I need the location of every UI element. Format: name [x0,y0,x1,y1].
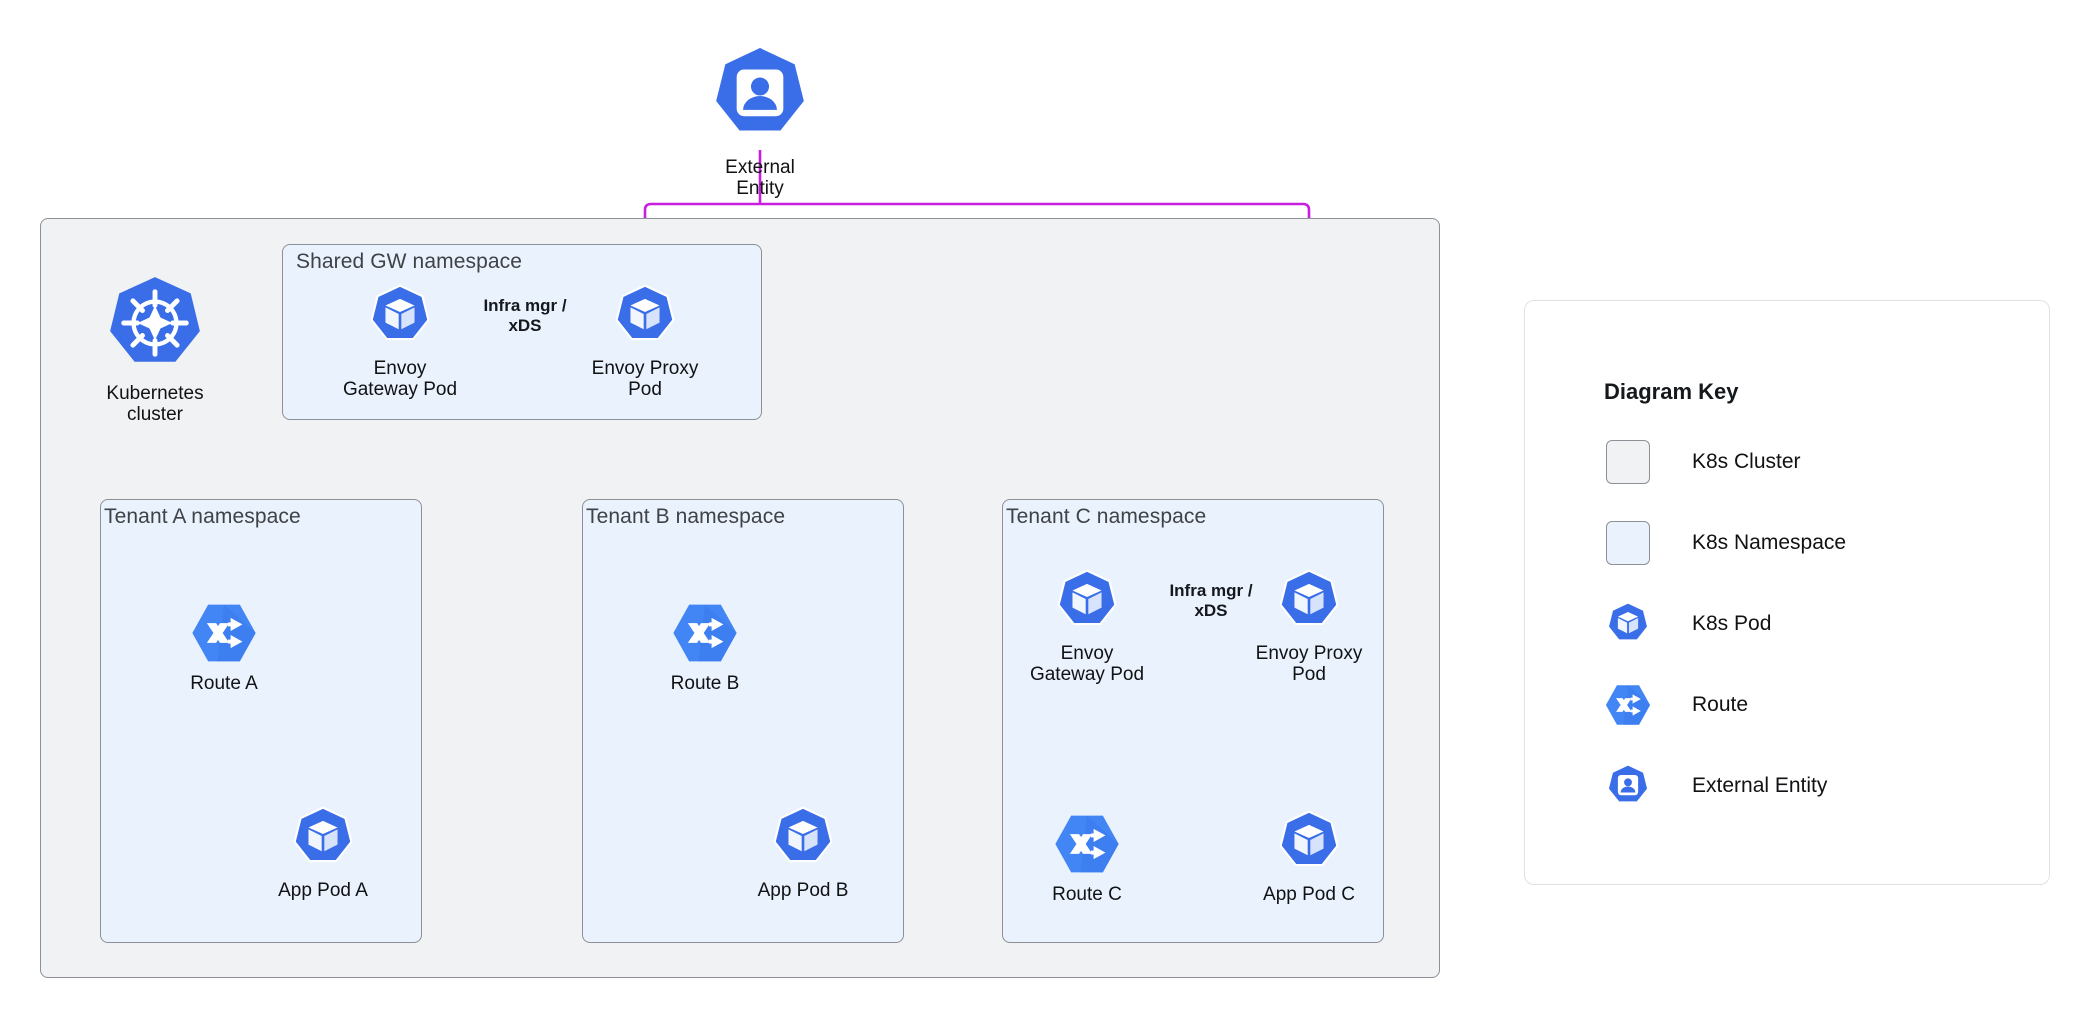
kubernetes-helm-icon [104,272,206,379]
external-entity-icon [707,42,813,153]
node-tenant-c-proxy-pod-label: Envoy Proxy Pod [1255,643,1363,686]
external-entity-icon [1606,764,1650,808]
node-tenant-c-gateway-pod[interactable]: Envoy Gateway Pod [1027,568,1147,686]
node-tenant-a-route-label: Route A [190,673,258,694]
legend-item-k8s-pod: K8s Pod [1606,602,1771,646]
node-tenant-b-app-pod-label: App Pod B [757,880,849,901]
namespace-tenant-c [1002,499,1384,943]
namespace-tenant-b [582,499,904,943]
node-kubernetes-cluster: Kubernetes cluster [80,272,230,426]
legend-item-k8s-namespace-label: K8s Namespace [1692,531,1847,554]
legend-item-route-label: Route [1692,693,1749,716]
namespace-swatch [1606,521,1650,565]
k8s-pod-icon [367,283,433,354]
edge-label-shared-infra-xds: Infra mgr / xDS [483,296,567,335]
k8s-pod-icon [290,805,356,876]
cluster-swatch [1606,440,1650,484]
namespace-shared-gw-title: Shared GW namespace [296,250,523,273]
legend-item-route: Route [1605,683,1749,727]
k8s-pod-icon [770,805,836,876]
node-tenant-a-app-pod-label: App Pod A [278,880,368,901]
node-kubernetes-cluster-label: Kubernetes cluster [106,383,204,426]
route-icon [191,602,257,669]
node-tenant-c-app-pod-label: App Pod C [1263,884,1355,905]
legend-item-k8s-cluster-label: K8s Cluster [1692,450,1801,473]
k8s-pod-icon [1276,809,1342,880]
node-tenant-b-app-pod[interactable]: App Pod B [743,805,863,901]
route-icon [672,602,738,669]
k8s-pod-icon [612,283,678,354]
k8s-pod-icon [1606,602,1650,646]
node-tenant-b-route-label: Route B [670,673,740,694]
k8s-pod-icon [1276,568,1342,639]
node-tenant-c-route-label: Route C [1052,884,1122,905]
namespace-tenant-b-title: Tenant B namespace [586,505,786,528]
diagram-key-title: Diagram Key [1604,379,1739,404]
node-shared-gateway-pod[interactable]: Envoy Gateway Pod [340,283,460,401]
namespace-tenant-a-title: Tenant A namespace [104,505,301,528]
node-external-entity-label: External Entity [725,157,795,200]
node-shared-proxy-pod-label: Envoy Proxy Pod [591,358,699,401]
namespace-tenant-c-title: Tenant C namespace [1006,505,1207,528]
namespace-tenant-a [100,499,422,943]
legend-item-k8s-pod-label: K8s Pod [1692,612,1772,635]
node-shared-proxy-pod[interactable]: Envoy Proxy Pod [585,283,705,401]
edge-label-tenantc-infra-xds: Infra mgr / xDS [1169,581,1253,620]
node-tenant-a-app-pod[interactable]: App Pod A [263,805,383,901]
node-tenant-c-route[interactable]: Route C [1027,813,1147,905]
node-shared-gateway-pod-label: Envoy Gateway Pod [342,358,458,401]
k8s-pod-icon [1054,568,1120,639]
legend-item-external-entity: External Entity [1606,764,1827,808]
node-tenant-a-route[interactable]: Route A [164,602,284,694]
route-icon [1054,813,1120,880]
legend-item-external-entity-label: External Entity [1692,774,1828,797]
legend-item-k8s-cluster: K8s Cluster [1606,440,1801,484]
node-tenant-c-proxy-pod[interactable]: Envoy Proxy Pod [1249,568,1369,686]
legend-item-k8s-namespace: K8s Namespace [1606,521,1846,565]
node-tenant-c-app-pod[interactable]: App Pod C [1249,809,1369,905]
route-icon [1605,683,1651,727]
node-external-entity[interactable]: External Entity [700,42,820,200]
node-tenant-c-gateway-pod-label: Envoy Gateway Pod [1029,643,1145,686]
namespace-shared-gw [282,244,762,420]
node-tenant-b-route[interactable]: Route B [645,602,765,694]
